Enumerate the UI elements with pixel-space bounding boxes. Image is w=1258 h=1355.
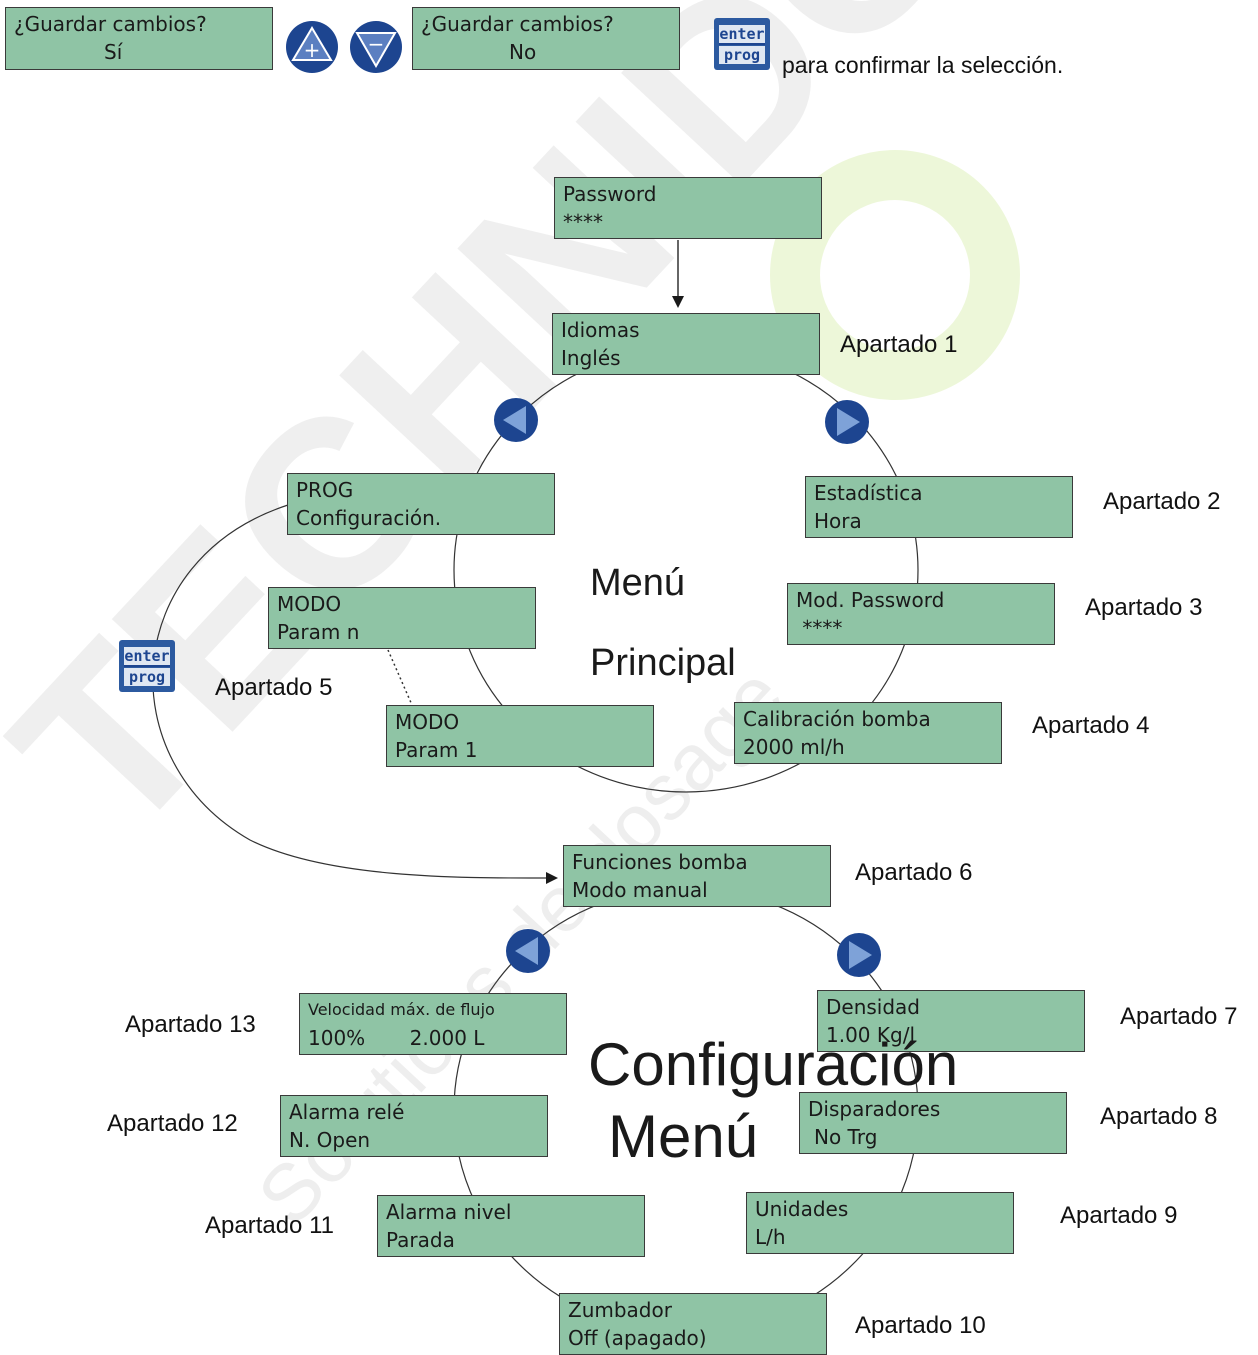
menu-item-line2: **** — [796, 616, 843, 640]
config-menu-title-line1: Configuración — [588, 1031, 959, 1098]
save-changes-yes-box: ¿Guardar cambios? Sí — [5, 7, 273, 70]
config-item-unidades[interactable]: Unidades L/h — [746, 1192, 1014, 1254]
config-item-line1: Disparadores — [808, 1097, 941, 1121]
menu-item-modo-param-n[interactable]: MODO Param n — [268, 587, 536, 649]
save-changes-question-2: ¿Guardar cambios? — [421, 12, 614, 36]
enter-key-label: enter — [719, 24, 765, 45]
menu-item-line2: 2000 ml/h — [743, 735, 845, 759]
config-item-velocidad-max[interactable]: Velocidad máx. de flujo 100% 2.000 L — [299, 993, 567, 1055]
label-apartado-10: Apartado 10 — [855, 1312, 986, 1339]
confirm-text: para confirmar la selección. — [782, 52, 1064, 78]
config-item-line1: Zumbador — [568, 1298, 672, 1322]
password-value: **** — [563, 210, 603, 234]
menu-item-line1: Estadística — [814, 481, 923, 505]
right-arrow-icon[interactable] — [823, 398, 873, 448]
label-apartado-7: Apartado 7 — [1120, 1003, 1238, 1030]
config-item-zumbador[interactable]: Zumbador Off (apagado) — [559, 1293, 827, 1355]
plus-icon[interactable]: + — [283, 18, 343, 78]
menu-item-line2: Hora — [814, 509, 862, 533]
label-apartado-9: Apartado 9 — [1060, 1202, 1178, 1229]
password-box: Password **** — [554, 177, 822, 239]
label-apartado-3: Apartado 3 — [1085, 594, 1203, 621]
prog-key-label: prog — [719, 45, 765, 64]
password-label: Password — [563, 182, 657, 206]
config-item-line2: Modo manual — [572, 878, 708, 902]
prog-config-arrow — [152, 504, 558, 885]
menu-item-idiomas[interactable]: Idiomas Inglés — [552, 313, 820, 375]
right-arrow-icon-2[interactable] — [835, 931, 885, 981]
left-arrow-icon-2[interactable] — [504, 927, 554, 977]
config-item-disparadores[interactable]: Disparadores No Trg — [799, 1092, 1067, 1154]
save-changes-yes: Sí — [104, 40, 123, 64]
plus-icon-label: + — [304, 38, 321, 62]
minus-icon-label: − — [368, 32, 385, 56]
label-apartado-2: Apartado 2 — [1103, 488, 1221, 515]
config-item-line2: Parada — [386, 1228, 455, 1252]
menu-item-modo-param-1[interactable]: MODO Param 1 — [386, 705, 654, 767]
menu-item-estadistica[interactable]: Estadística Hora — [805, 476, 1073, 538]
menu-item-line2: Configuración. — [296, 506, 442, 530]
config-item-line2: N. Open — [289, 1128, 371, 1152]
menu-item-line1: Calibración bomba — [743, 707, 931, 731]
config-item-line1: Unidades — [755, 1197, 849, 1221]
config-item-funciones-bomba[interactable]: Funciones bomba Modo manual — [563, 845, 831, 907]
label-apartado-13: Apartado 13 — [125, 1011, 256, 1038]
menu-item-line2: Inglés — [561, 346, 621, 370]
config-item-line2: No Trg — [814, 1125, 878, 1149]
label-apartado-5: Apartado 5 — [215, 674, 333, 701]
enter-key-label-2: enter — [124, 646, 170, 667]
config-item-line2: Off (apagado) — [568, 1326, 707, 1350]
save-changes-no: No — [509, 40, 537, 64]
menu-item-line1: MODO — [395, 710, 460, 734]
config-item-line1: Alarma relé — [289, 1100, 405, 1124]
config-item-alarma-nivel[interactable]: Alarma nivel Parada — [377, 1195, 645, 1257]
config-item-densidad[interactable]: Densidad 1.00 Kg/l — [817, 990, 1085, 1052]
prog-key-label-2: prog — [124, 667, 170, 686]
menu-item-line1: PROG — [296, 478, 354, 502]
config-item-line1: Funciones bomba — [572, 850, 748, 874]
config-item-line2: 1.00 Kg/l — [826, 1023, 915, 1047]
param-dotted-line — [387, 649, 413, 706]
label-apartado-11: Apartado 11 — [205, 1212, 334, 1239]
enter-prog-key-side[interactable]: enter prog — [119, 640, 175, 692]
left-arrow-icon[interactable] — [492, 396, 542, 446]
config-item-line1: Velocidad máx. de flujo — [308, 1000, 495, 1019]
menu-item-line1: Idiomas — [561, 318, 640, 342]
menu-item-line1: Mod. Password — [796, 588, 945, 612]
minus-icon[interactable]: − — [347, 18, 407, 78]
save-changes-no-box: ¿Guardar cambios? No — [412, 7, 680, 70]
config-item-alarma-rele[interactable]: Alarma relé N. Open — [280, 1095, 548, 1157]
menu-item-calibracion[interactable]: Calibración bomba 2000 ml/h — [734, 702, 1002, 764]
main-menu-title-line2: Principal — [590, 642, 736, 684]
label-apartado-6: Apartado 6 — [855, 859, 973, 886]
config-menu-title-line2: Menú — [608, 1103, 759, 1170]
menu-item-line1: MODO — [277, 592, 342, 616]
menu-item-line2: Param n — [277, 620, 360, 644]
label-apartado-8: Apartado 8 — [1100, 1103, 1218, 1130]
save-changes-question: ¿Guardar cambios? — [14, 12, 207, 36]
menu-item-mod-password[interactable]: Mod. Password **** — [787, 583, 1055, 645]
config-item-line1: Alarma nivel — [386, 1200, 512, 1224]
label-apartado-1: Apartado 1 — [840, 331, 958, 358]
label-apartado-12: Apartado 12 — [107, 1110, 238, 1137]
enter-prog-key-top[interactable]: enter prog — [714, 18, 770, 70]
menu-item-prog-configuracion[interactable]: PROG Configuración. — [287, 473, 555, 535]
menu-item-line2: Param 1 — [395, 738, 478, 762]
config-item-line1: Densidad — [826, 995, 921, 1019]
config-item-line2: L/h — [755, 1225, 786, 1249]
config-item-line2: 100% 2.000 L — [308, 1026, 485, 1050]
main-menu-title-line1: Menú — [590, 562, 686, 604]
label-apartado-4: Apartado 4 — [1032, 712, 1150, 739]
